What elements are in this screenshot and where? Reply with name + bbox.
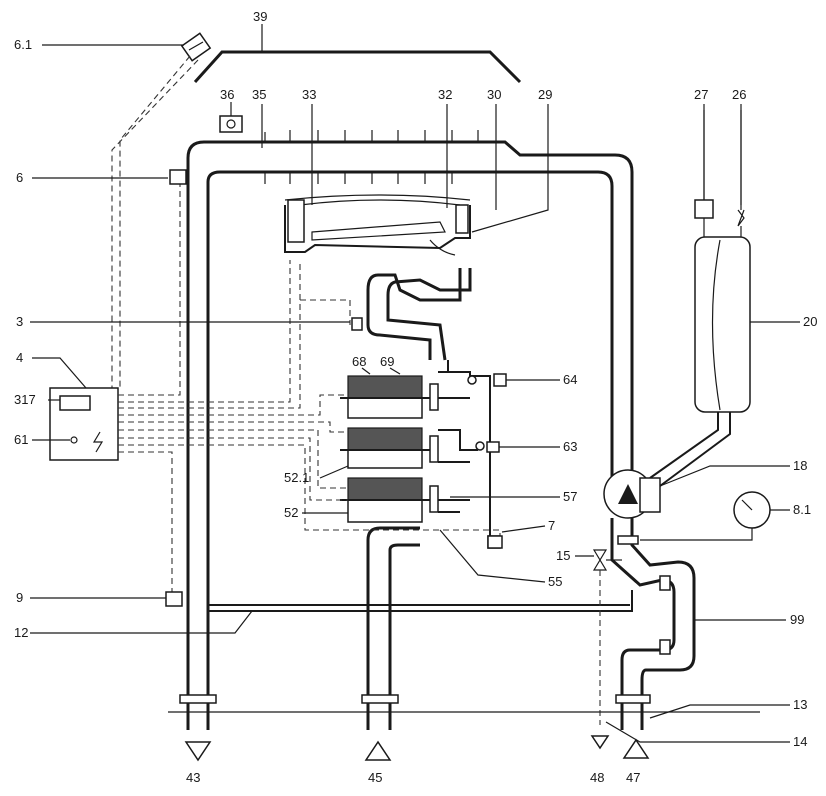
pump [603, 469, 661, 519]
sensor-9 [165, 591, 183, 607]
label-33: 33 [302, 87, 316, 102]
label-4: 4 [16, 350, 23, 365]
label-52: 52 [284, 505, 298, 520]
label-57: 57 [563, 489, 577, 504]
flue-sensor-cable-2 [111, 59, 199, 390]
label-64: 64 [563, 372, 577, 387]
burner-fins-bottom [264, 172, 453, 184]
flue-sensor-6-1 [180, 32, 212, 62]
leader-lines [30, 24, 800, 743]
control-cables [118, 178, 501, 598]
label-61: 61 [14, 432, 28, 447]
label-36: 36 [220, 87, 234, 102]
label-20: 20 [803, 314, 817, 329]
label-39: 39 [253, 9, 267, 24]
label-14: 14 [793, 734, 807, 749]
label-26: 26 [732, 87, 746, 102]
burner-fins-top [264, 130, 479, 142]
label-48: 48 [590, 770, 604, 785]
label-8-1: 8.1 [793, 502, 811, 517]
return-pipe-2 [208, 590, 633, 612]
label-69: 69 [380, 354, 394, 369]
gas-control-piping [438, 360, 507, 549]
flue-hood [193, 50, 522, 84]
label-47: 47 [626, 770, 640, 785]
burner-assembly [284, 194, 471, 256]
label-35: 35 [252, 87, 266, 102]
label-43: 43 [186, 770, 200, 785]
control-box [49, 387, 119, 461]
label-18: 18 [793, 458, 807, 473]
label-6-1-top: 6.1 [14, 37, 32, 52]
vessel-connection [649, 412, 719, 479]
heat-exchanger-tube [186, 130, 634, 700]
valve-7 [487, 535, 503, 549]
label-52-1: 52.1 [284, 470, 309, 485]
gas-valve-stack [340, 375, 439, 523]
label-32: 32 [438, 87, 452, 102]
label-45: 45 [368, 770, 382, 785]
label-9: 9 [16, 590, 23, 605]
valve-3 [351, 317, 363, 331]
gas-pipe [366, 268, 472, 700]
label-27: 27 [694, 87, 708, 102]
label-317: 317 [14, 392, 36, 407]
sensor-6 [169, 169, 187, 185]
label-6: 6 [16, 170, 23, 185]
label-30: 30 [487, 87, 501, 102]
expansion-vessel [694, 110, 751, 413]
safety-valve [592, 549, 622, 725]
vessel-connection-2 [659, 412, 731, 487]
flow-arrows [184, 735, 650, 762]
label-15: 15 [556, 548, 570, 563]
callout-labels: 6.1 39 36 35 33 32 30 29 27 26 6 20 3 4 … [14, 9, 817, 785]
label-7: 7 [548, 518, 555, 533]
sensor-36 [219, 115, 243, 133]
connectors [179, 694, 651, 730]
flow-piping [610, 518, 696, 700]
label-55: 55 [548, 574, 562, 589]
label-13: 13 [793, 697, 807, 712]
label-12: 12 [14, 625, 28, 640]
label-3: 3 [16, 314, 23, 329]
label-29: 29 [538, 87, 552, 102]
label-63: 63 [563, 439, 577, 454]
label-68: 68 [352, 354, 366, 369]
label-99: 99 [790, 612, 804, 627]
